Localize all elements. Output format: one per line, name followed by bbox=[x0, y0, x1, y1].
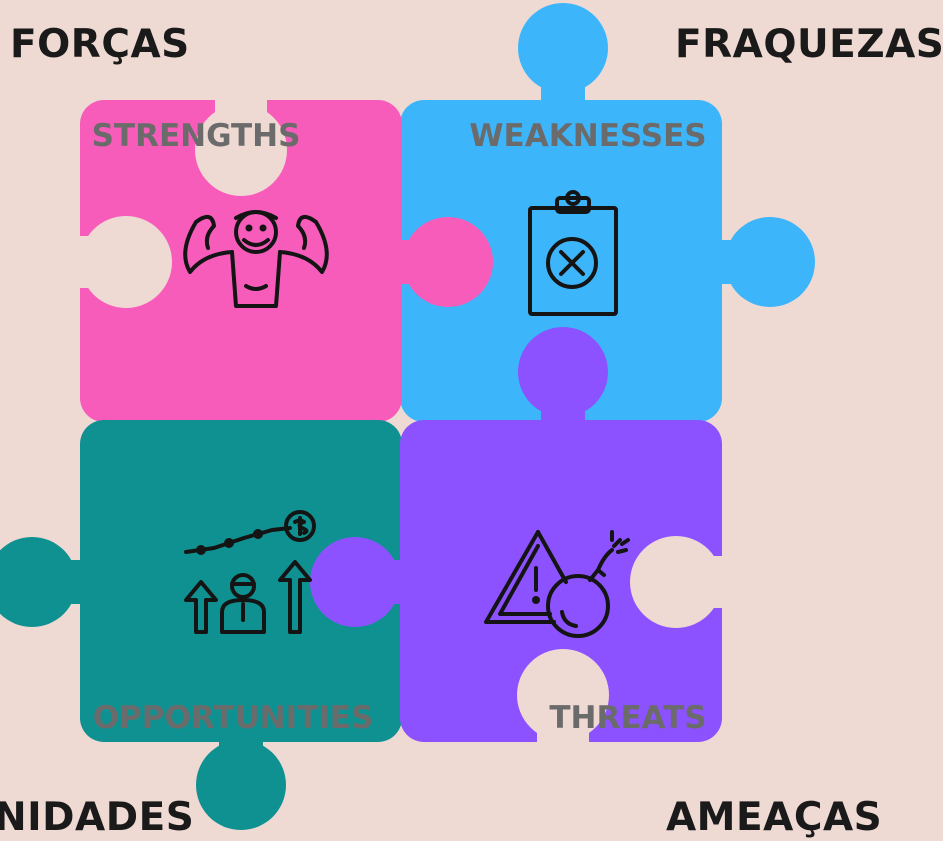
clipboard-x-icon bbox=[528, 190, 618, 316]
flexing-man-icon bbox=[183, 210, 329, 308]
opportunities-label: OPPORTUNITIES bbox=[93, 700, 374, 736]
opportunities-heading: NIDADES bbox=[0, 795, 195, 840]
growth-person-icon bbox=[184, 510, 316, 634]
warning-bomb-icon bbox=[484, 530, 630, 638]
strengths-label: STRENGTHS bbox=[92, 118, 301, 154]
threats-label: THREATS bbox=[549, 700, 706, 736]
strengths-heading: FORÇAS bbox=[10, 22, 190, 67]
opportunities-piece bbox=[0, 420, 402, 830]
weaknesses-piece bbox=[400, 3, 815, 422]
weaknesses-heading: FRAQUEZAS bbox=[675, 22, 943, 67]
weaknesses-label: WEAKNESSES bbox=[469, 118, 706, 154]
threats-heading: AMEAÇAS bbox=[666, 795, 883, 840]
